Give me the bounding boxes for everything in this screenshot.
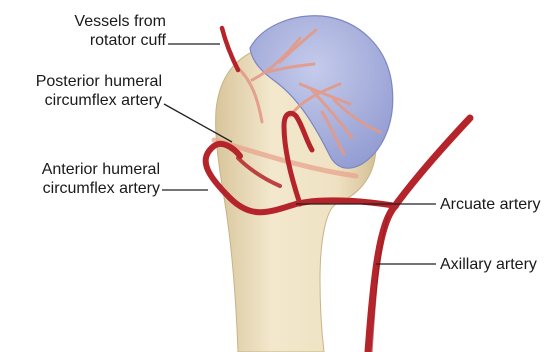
label-vessels-from-rotator-cuff: Vessels from rotator cuff bbox=[40, 12, 166, 50]
label-axillary-artery: Axillary artery bbox=[440, 255, 537, 274]
label-arcuate-artery: Arcuate artery bbox=[440, 195, 540, 214]
label-anterior-humeral-circumflex-artery: Anterior humeral circumflex artery bbox=[0, 160, 160, 198]
rotator-cuff-vessel bbox=[222, 28, 238, 70]
label-posterior-humeral-circumflex-artery: Posterior humeral circumflex artery bbox=[0, 72, 162, 110]
